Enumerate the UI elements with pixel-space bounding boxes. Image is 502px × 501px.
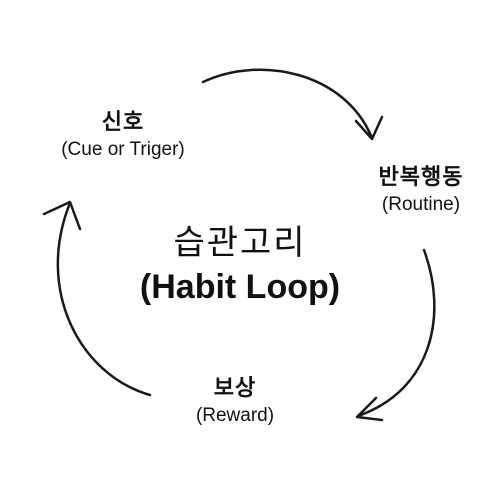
center-title-en: (Habit Loop)	[139, 268, 341, 306]
cue-label-ko: 신호	[101, 110, 145, 135]
arrow-routine-to-reward	[355, 248, 436, 422]
reward-label-ko: 보상	[213, 376, 257, 401]
node-reward: 보상 (Reward)	[150, 376, 320, 427]
node-routine: 반복행동 (Routine)	[340, 165, 502, 216]
arrow-cue-to-routine	[201, 68, 384, 141]
routine-label-ko: 반복행동	[378, 165, 464, 190]
center-title-ko: 습관고리	[173, 223, 307, 263]
node-cue: 신호 (Cue or Triger)	[28, 110, 218, 161]
cue-label-en: (Cue or Triger)	[61, 139, 185, 161]
arrow-reward-to-cue	[42, 200, 152, 397]
routine-label-en: (Routine)	[381, 194, 461, 216]
center-title: 습관고리 (Habit Loop)	[80, 215, 400, 307]
reward-label-en: (Reward)	[195, 405, 275, 427]
